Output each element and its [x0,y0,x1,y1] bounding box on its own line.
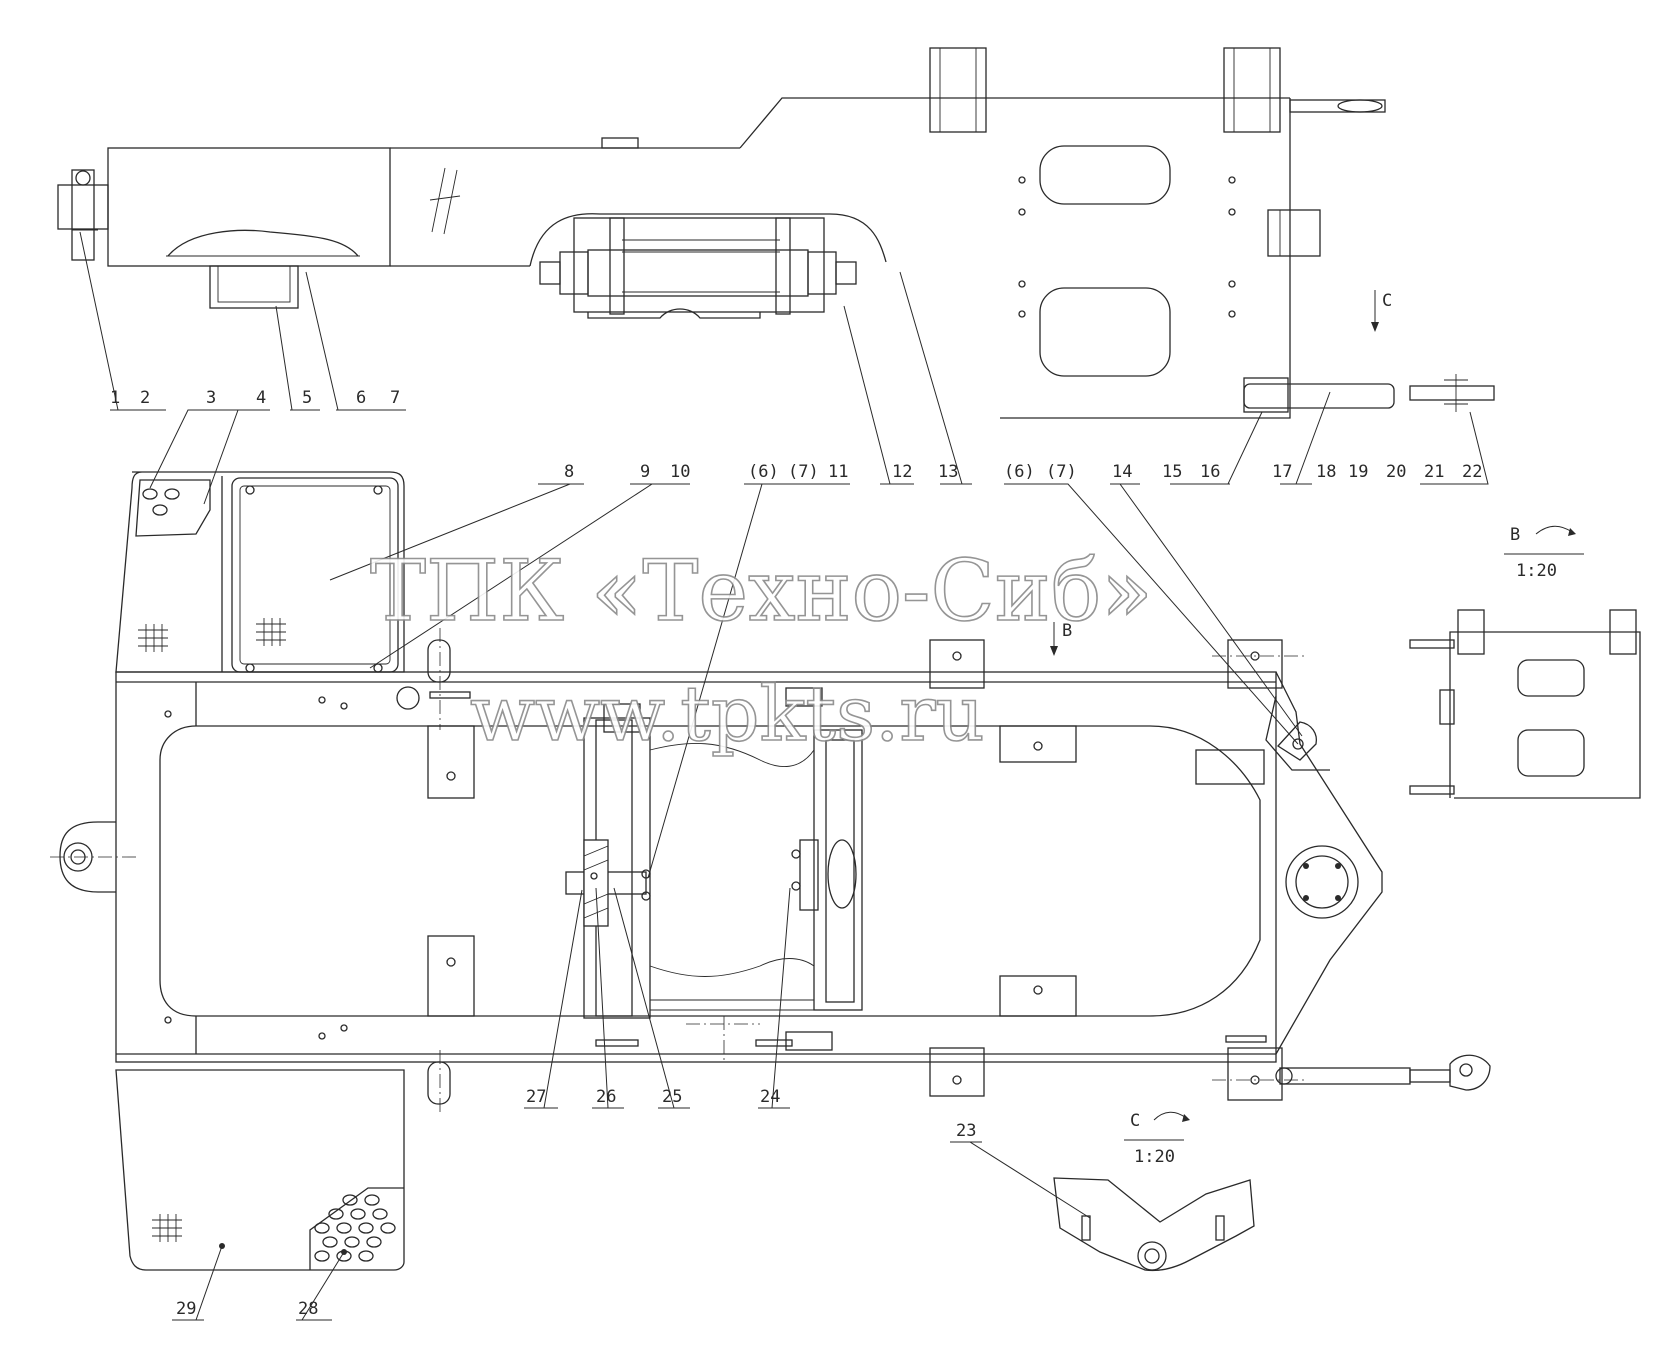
callout-26: 26 [596,1087,616,1107]
tread-pattern [314,1194,396,1262]
hatch-symbol-2 [256,618,286,646]
callout-21: 21 [1424,462,1444,482]
callout-6: 6 [356,388,366,408]
callout-29: 29 [176,1299,196,1319]
view-b-scale: 1:20 [1516,561,1557,581]
callout-9: 9 [640,462,650,482]
callout-12: 12 [892,462,912,482]
callout-10: 10 [670,462,690,482]
callout-8: 8 [564,462,574,482]
watermark-website: www.tpkts.ru [470,669,985,758]
view-b-arrow-label: B [1062,621,1072,641]
hatch-symbol-1 [138,624,168,652]
callout-1: 1 [110,388,120,408]
callout-7: 7 [390,388,400,408]
frame-assembly: B [50,621,1491,1116]
left-covers [115,471,405,1271]
callout-24: 24 [760,1087,780,1107]
watermark: ТПК «Техно-Сиб» www.tpkts.ru [369,541,1153,759]
callout-14: 14 [1112,462,1132,482]
callout-7-ref-a: (7) [788,462,819,482]
callout-23: 23 [956,1121,976,1141]
callout-27: 27 [526,1087,546,1107]
callout-19: 19 [1348,462,1368,482]
callout-20: 20 [1386,462,1406,482]
callout-28: 28 [298,1299,318,1319]
callout-2: 2 [140,388,150,408]
callout-15: 15 [1162,462,1182,482]
callout-11: 11 [828,462,848,482]
callout-6-ref-b: (6) [1004,462,1035,482]
view-c-scale: 1:20 [1134,1147,1175,1167]
callout-7-ref-b: (7) [1046,462,1077,482]
view-titles: B 1:20 C 1:20 [1130,525,1576,1167]
callout-17: 17 [1272,462,1292,482]
top-leaders [79,231,1489,505]
view-c-arrow-label: C [1382,291,1392,311]
watermark-company: ТПК «Техно-Сиб» [370,542,1153,640]
hatch-symbol-3 [152,1214,182,1242]
callout-4: 4 [256,388,266,408]
bottom-leaders [172,483,1303,1321]
view-c-letter: C [1130,1111,1140,1131]
callout-18: 18 [1316,462,1336,482]
top-assembly: C [57,47,1495,419]
callout-6-ref-a: (6) [748,462,779,482]
view-b-detail [1409,553,1641,799]
view-b-letter: B [1510,525,1520,545]
callout-13: 13 [938,462,958,482]
callout-25: 25 [662,1087,682,1107]
callout-labels: 1 2 3 4 5 6 7 8 9 10 (6) (7) 11 12 13 (6… [110,388,1482,1319]
callout-5: 5 [302,388,312,408]
callout-16: 16 [1200,462,1220,482]
callout-22: 22 [1462,462,1482,482]
callout-3: 3 [206,388,216,408]
